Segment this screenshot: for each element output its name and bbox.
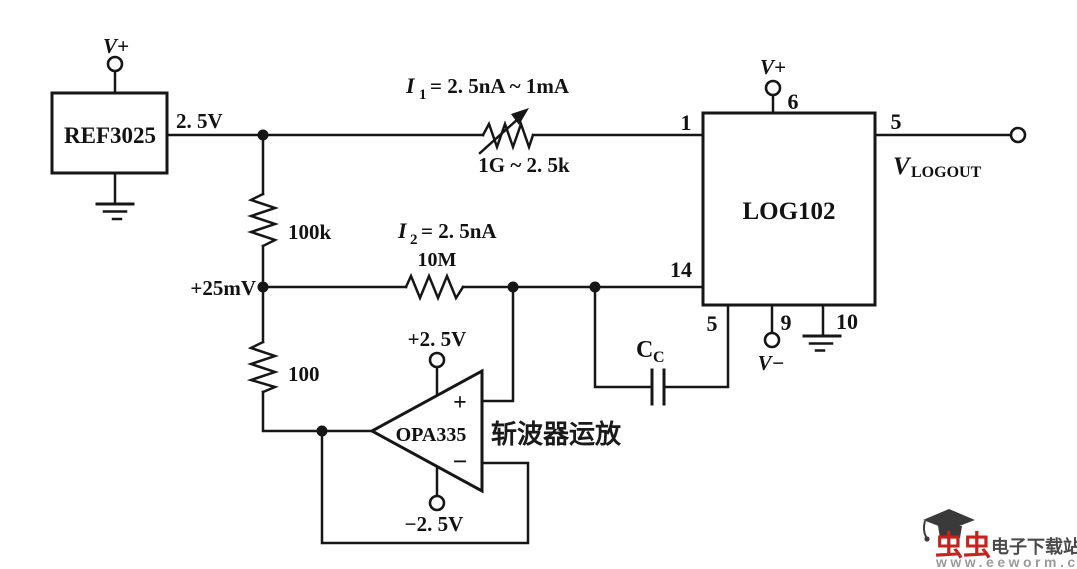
resistor-100-symbol: [246, 340, 279, 394]
opamp-annotation: 斩波器运放: [491, 419, 622, 449]
ref-vplus-label: V+: [103, 34, 129, 58]
junction-ref-output: [257, 129, 269, 141]
log-pin6-label: 6: [788, 89, 799, 114]
resistor-10m-symbol: [404, 272, 465, 302]
log-vplus-label: V+: [760, 55, 786, 79]
opamp-vplus-label: +2. 5V: [408, 327, 467, 351]
cc-wire-left: [593, 285, 652, 389]
terminal-opamp-vminus: [428, 494, 446, 512]
variable-resistor-arrow-head: [511, 108, 529, 125]
terminal-output: [1009, 126, 1027, 144]
terminal-ref-vplus: [106, 55, 124, 73]
junction-opamp-output: [316, 425, 328, 437]
branch-100-bottom: [261, 390, 374, 433]
junction-25mv-node: [257, 281, 269, 293]
capacitor-subscript: C: [653, 349, 665, 366]
resistor-100k-value: 100k: [288, 220, 332, 244]
opamp-vminus-label: −2. 5V: [405, 512, 464, 536]
ref3025-label: REF3025: [64, 123, 156, 148]
variable-resistor-value: 1G ~ 2. 5k: [478, 153, 570, 177]
log-pin5-out-label: 5: [891, 109, 902, 134]
graduation-cap-tassel-knob: [924, 536, 930, 542]
log102-label: LOG102: [742, 198, 835, 225]
resistor-variable-symbol: [481, 120, 535, 151]
opamp-plus-input-wire: [480, 285, 515, 403]
vlogout-subscript: LOGOUT: [911, 164, 982, 181]
i1-equation: = 2. 5nA ~ 1mA: [430, 74, 570, 98]
log-pin1-label: 1: [681, 110, 692, 135]
log-pin10-label: 10: [836, 309, 858, 334]
ref3025-box: [50, 91, 169, 175]
junction-opamp-plus: [507, 281, 519, 293]
resistor-10m-value: 10M: [418, 249, 457, 271]
terminal-log-vminus: [763, 331, 781, 349]
opamp-label: OPA335: [396, 424, 467, 446]
i1-subscript: 1: [419, 87, 427, 103]
i2-subscript: 2: [410, 232, 418, 248]
watermark-url: www.eeworm.com: [935, 554, 1077, 569]
junction-cc-branch: [589, 281, 601, 293]
opamp-triangle: [368, 368, 484, 494]
opamp-minus-input-mark: −: [453, 447, 468, 476]
capacitor-symbol-label: C: [636, 337, 653, 363]
graduation-cap-base: [938, 526, 962, 538]
graduation-cap-icon: [923, 509, 975, 530]
watermark-brand: 虫虫: [935, 530, 991, 561]
resistor-100k-symbol: [247, 192, 279, 248]
opamp-plus-input-mark: +: [453, 390, 467, 416]
i2-symbol: I: [397, 218, 408, 243]
i2-equation: = 2. 5nA: [421, 219, 497, 243]
log102-box: [701, 111, 877, 307]
cc-wire-right: [664, 303, 730, 389]
graduation-cap-tassel: [922, 520, 927, 538]
watermark-site-name: 电子下载站: [991, 536, 1077, 557]
node-25mv-label: +25mV: [190, 276, 256, 300]
i1-symbol: I: [405, 73, 416, 98]
terminal-opamp-vplus: [428, 351, 446, 369]
log-vminus-label: V−: [758, 351, 785, 375]
log-pin5-comp-label: 5: [707, 311, 718, 336]
log-pin9-label: 9: [781, 310, 792, 335]
watermark: 虫虫 电子下载站 www.eeworm.com: [922, 509, 1077, 569]
feedback-loop-wire: [320, 429, 530, 545]
ref-vout-label: 2. 5V: [176, 109, 223, 133]
log-pin14-label: 14: [670, 257, 692, 282]
terminal-log-vplus: [764, 79, 782, 97]
resistor-100-value: 100: [288, 362, 320, 386]
vlogout-symbol: V: [893, 153, 912, 180]
variable-resistor-arrow-shaft: [478, 116, 521, 155]
